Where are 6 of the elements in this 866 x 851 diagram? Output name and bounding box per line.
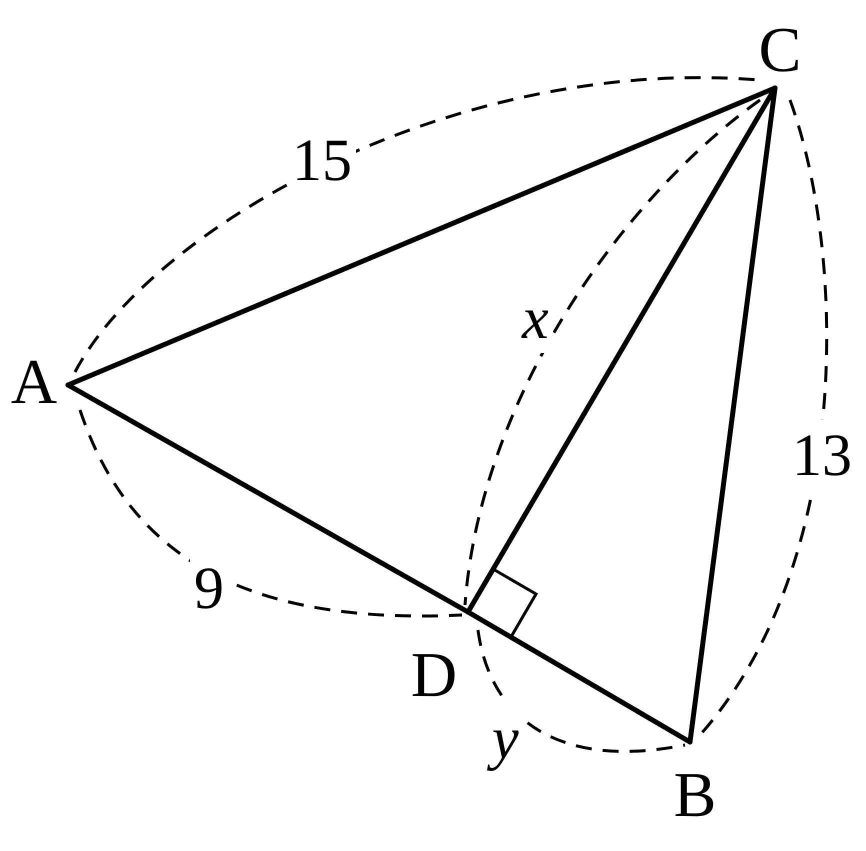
line-segment: [688, 86, 778, 744]
vertex-label: B: [660, 742, 730, 827]
vertex-label: A: [0, 350, 68, 425]
vertex-label: D: [400, 612, 468, 707]
vertex-label: C: [745, 18, 815, 88]
dimension-label: y: [488, 703, 523, 773]
